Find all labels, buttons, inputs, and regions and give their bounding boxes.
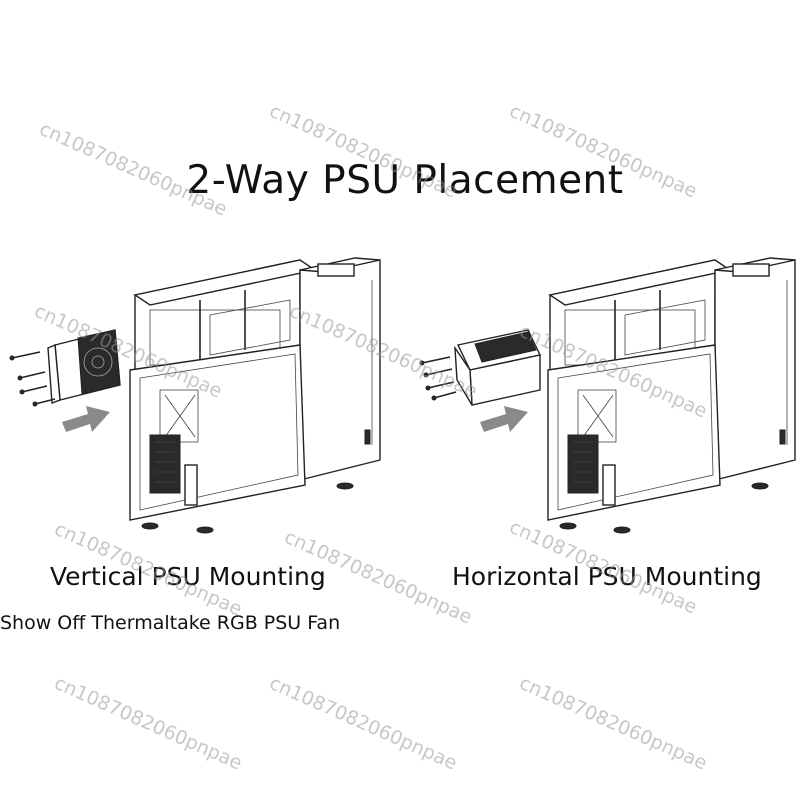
mounting-screws: [419, 356, 457, 401]
watermark: cn1087082060pnpae: [266, 672, 461, 775]
watermark: cn1087082060pnpae: [516, 672, 711, 775]
psu-unit: [47, 329, 121, 404]
page-title: 2-Way PSU Placement: [186, 158, 624, 203]
rgb-fan-caption: Show Off Thermaltake RGB PSU Fan: [0, 612, 341, 634]
case-side-panel: [299, 257, 381, 481]
case-top-frame: [548, 259, 732, 371]
case-top-frame: [133, 259, 317, 371]
insert-arrow: [62, 406, 110, 432]
horizontal-mounting-illustration: [419, 257, 796, 534]
case-lower-chamber: [547, 344, 769, 534]
mounting-screws: [9, 351, 56, 407]
insert-arrow: [480, 406, 528, 432]
psu-unit: [454, 329, 542, 406]
horizontal-mounting-caption: Horizontal PSU Mounting: [452, 562, 762, 591]
case-side-panel: [714, 257, 796, 481]
vertical-mounting-caption: Vertical PSU Mounting: [50, 562, 326, 591]
case-lower-chamber: [129, 344, 354, 534]
watermark: cn1087082060pnpae: [51, 672, 246, 775]
vertical-mounting-illustration: [9, 257, 381, 534]
